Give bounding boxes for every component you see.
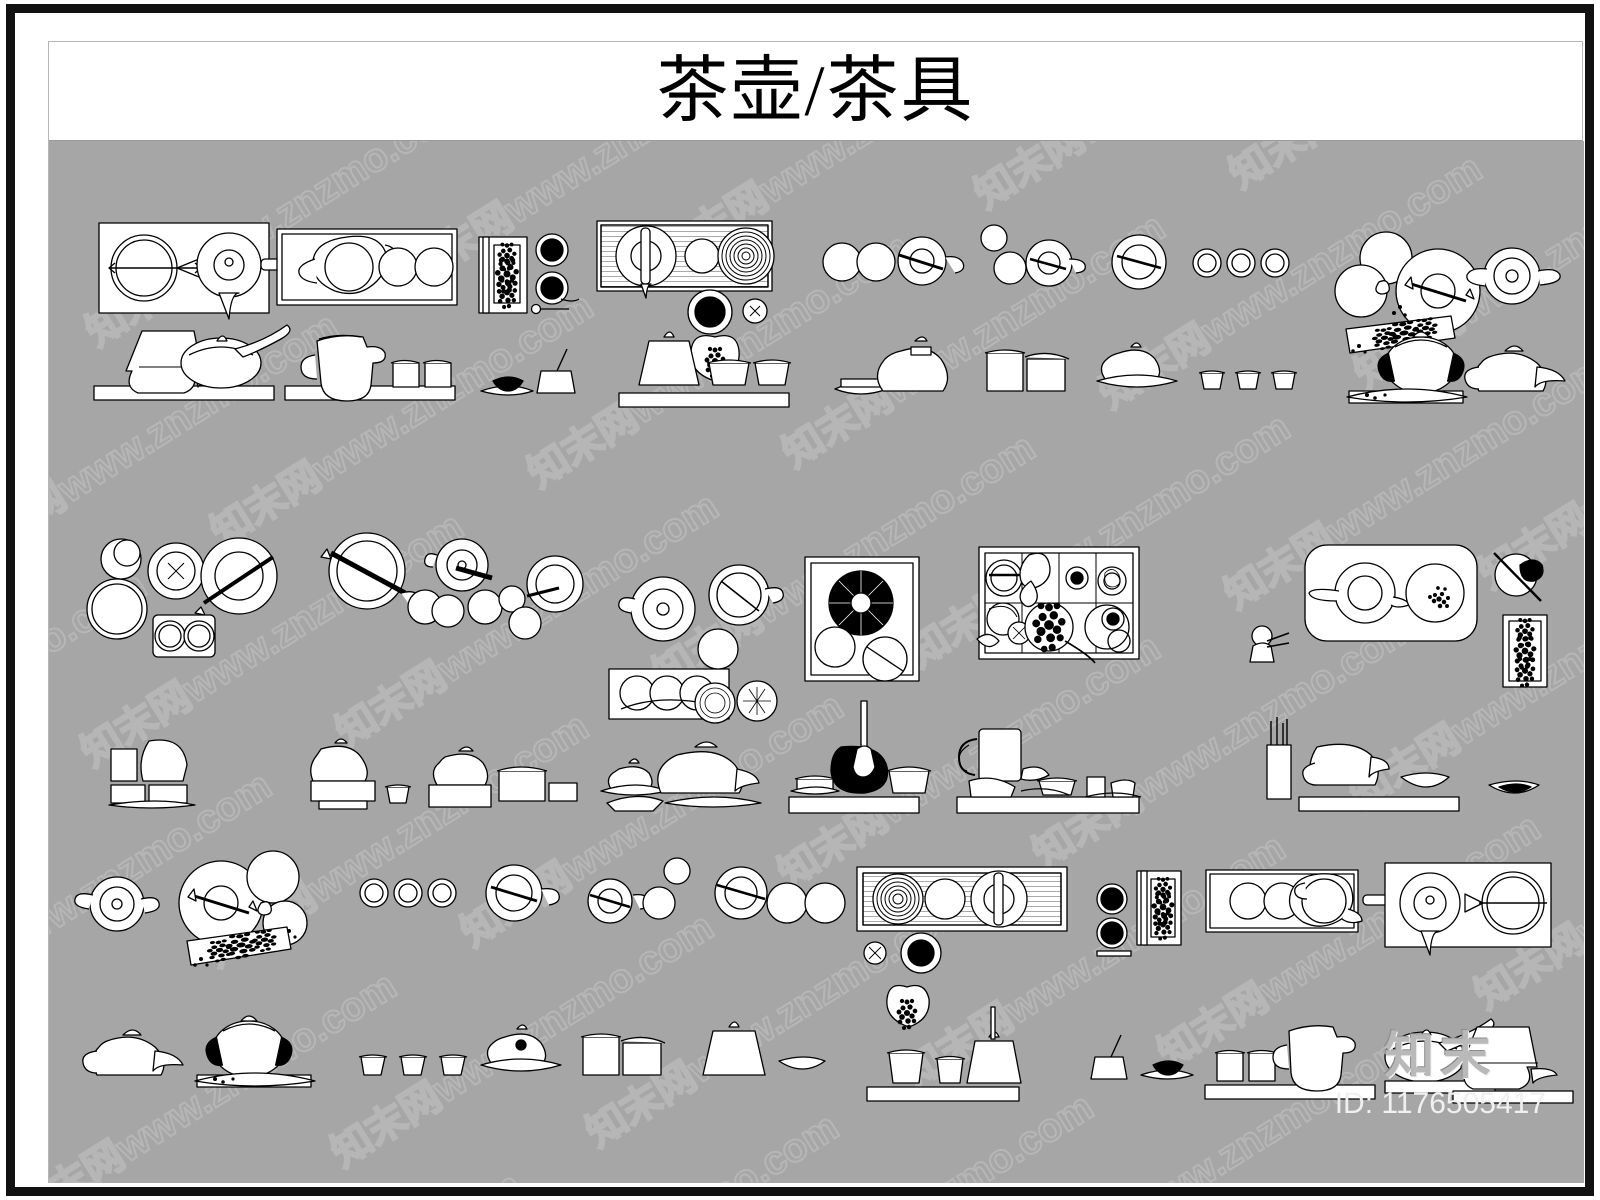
row-1-plan [98,220,1561,382]
row-4-elevation [108,700,1540,814]
row-2-elevation [93,324,1566,408]
row-6-elevation [82,1006,1574,1104]
title-bar: 茶壶/茶具 [49,42,1582,141]
row-5-plan [74,850,1552,1031]
page-title: 茶壶/茶具 [656,51,975,131]
cad-block-layer [74,220,1574,1104]
row-3-plan [86,532,1548,724]
